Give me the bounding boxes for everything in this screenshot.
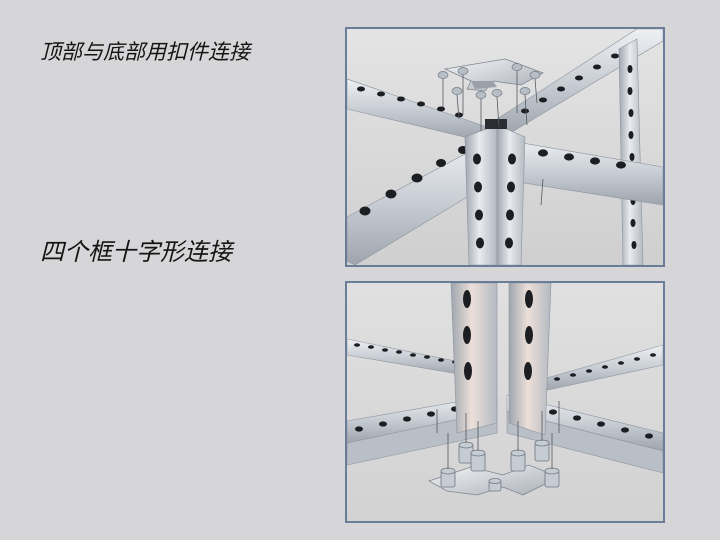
- caption-four-frame-cross: 四个框十字形连接: [40, 238, 232, 266]
- top-connection-image: [345, 27, 665, 267]
- bottom-connection-image: [345, 281, 665, 523]
- caption-top-bottom-fastener: 顶部与底部用扣件连接: [40, 40, 250, 64]
- top-cross-connector-render: [347, 29, 663, 265]
- bottom-cross-connector-render: [347, 283, 663, 521]
